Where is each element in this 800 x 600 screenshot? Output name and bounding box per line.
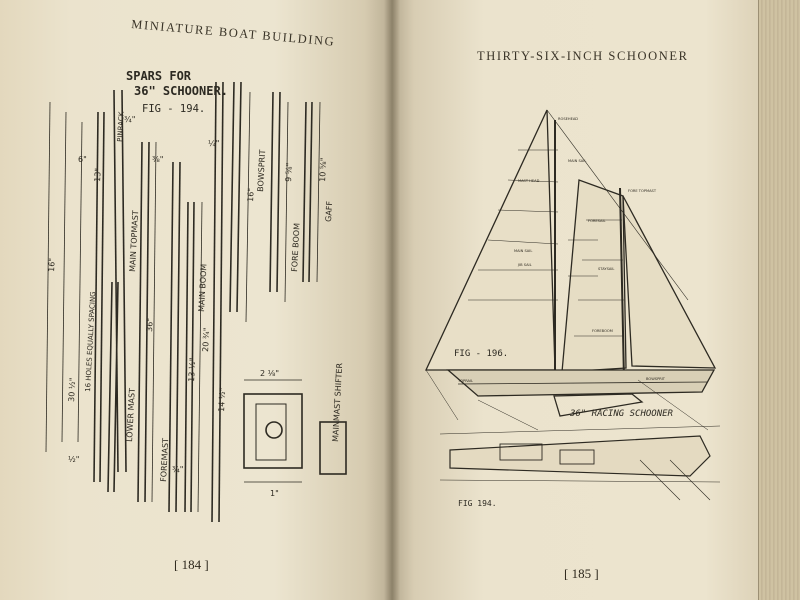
label-main-topmast: MAIN TOPMAST: [128, 210, 140, 272]
label-main-boom: MAIN BOOM: [197, 263, 209, 312]
label-foremast: FOREMAST: [159, 438, 170, 482]
svg-text:MAST HEAD: MAST HEAD: [518, 179, 540, 183]
spars-title-line2: 36" SCHOONER.: [134, 84, 228, 98]
svg-text:BOWSPRIT: BOWSPRIT: [646, 377, 666, 381]
svg-text:FOREBOOM: FOREBOOM: [592, 329, 613, 333]
dim-21: 2 ⅛": [260, 369, 279, 378]
label-pinrack: PINRACK: [116, 111, 126, 142]
svg-text:ROSEHEAD: ROSEHEAD: [558, 117, 578, 121]
svg-text:JIB SAIL: JIB SAIL: [517, 263, 532, 267]
label-mainmast-shifter: MAINMAST SHIFTER: [331, 362, 344, 442]
left-page: MINIATURE BOAT BUILDING [ 184 ]: [0, 0, 392, 600]
dim-1058: 10 ⅝": [318, 158, 328, 183]
svg-text:MAIN SAIL: MAIN SAIL: [514, 249, 532, 253]
svg-text:FORE TOPMAST: FORE TOPMAST: [628, 189, 657, 193]
label-bowsprit: BOWSPRIT: [256, 149, 267, 192]
spars-title-line1: SPARS FOR: [126, 69, 192, 83]
dim-16: 16": [47, 258, 57, 272]
left-running-header: MINIATURE BOAT BUILDING: [130, 17, 336, 49]
label-gaff: GAFF: [324, 200, 334, 222]
dim-14: 14 ½": [217, 388, 227, 413]
schooner-fig-label: FIG - 196.: [454, 349, 508, 359]
dim-36: 36": [145, 318, 155, 332]
dim-30: 30 ½": [67, 378, 77, 403]
book-gutter: [384, 0, 400, 600]
left-page-number: [ 184 ]: [174, 557, 209, 572]
label-fore-boom: FORE BOOM: [290, 223, 302, 272]
dim-958: 9 ⅝": [284, 163, 294, 183]
dim-13: 13": [93, 168, 103, 182]
dim-34b: ¾": [172, 465, 183, 474]
dim-16b: 16": [246, 188, 256, 202]
dim-34: ¾": [124, 115, 135, 124]
dim-6: 6": [78, 155, 87, 164]
spars-diagram: SPARS FOR 36" SCHOONER. FIG - 194. PINRA…: [45, 69, 347, 523]
page-edges: [758, 0, 800, 600]
right-page-number: [ 185 ]: [564, 566, 599, 581]
svg-text:FORESAIL: FORESAIL: [588, 219, 606, 223]
svg-text:STAYSAIL: STAYSAIL: [598, 267, 614, 271]
svg-text:MAIN SAIL: MAIN SAIL: [568, 159, 586, 163]
dim-14b: ¼": [208, 139, 219, 148]
svg-text:TOPRAIL: TOPRAIL: [457, 379, 473, 383]
dim-1312: 13 ½": [187, 358, 197, 383]
schooner-sail-diagram: ROSEHEAD MAIN SAIL MAST HEAD FORE TOPMAS…: [424, 109, 717, 431]
dim-38: ⅜": [152, 155, 163, 164]
dim-12: ½": [68, 455, 79, 464]
hull-plan-diagram: FIG 194.: [440, 425, 721, 508]
spars-fig-label: FIG - 194.: [142, 103, 205, 115]
dim-1b: 1": [270, 489, 279, 498]
plan-fig-label: FIG 194.: [458, 499, 497, 508]
schooner-caption: 36" RACING SCHOONER: [569, 409, 674, 419]
label-lower-mast: LOWER MAST: [125, 388, 137, 442]
dim-2034: 20 ¾": [201, 328, 211, 353]
right-running-header: THIRTY-SIX-INCH SCHOONER: [477, 49, 689, 63]
